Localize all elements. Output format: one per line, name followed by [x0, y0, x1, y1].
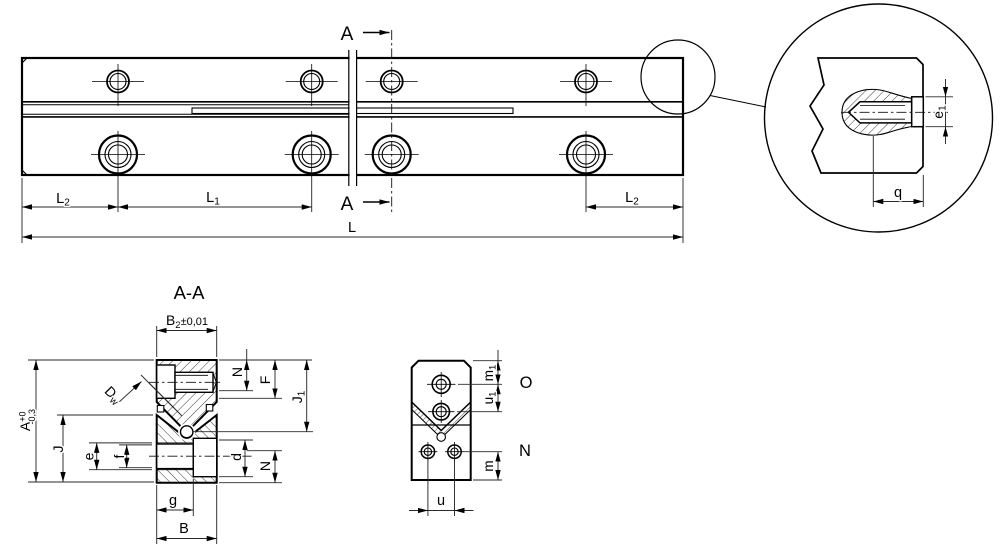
dim-label-g: g	[169, 493, 177, 509]
section-dims-right: N F J1 d N	[192, 349, 313, 484]
dim-label-j: J	[50, 446, 66, 453]
section-label-a-top: A	[341, 24, 354, 45]
dim-label-l2-right: L2	[625, 190, 639, 208]
rail-dimensions: L2 L1 L2 L	[21, 178, 684, 243]
section-mark-top: A	[339, 23, 390, 47]
dim-label-q: q	[894, 185, 902, 201]
dim-b2: B2±0,01	[156, 311, 218, 357]
dim-label-l: L	[348, 220, 356, 236]
detail-view-circle	[763, 3, 994, 233]
section-dims-bottom: g B	[156, 479, 218, 544]
ball	[179, 425, 194, 439]
detail-view: e1 q	[763, 3, 994, 233]
dim-label-dw: Dw	[100, 383, 126, 409]
section-title: A-A	[174, 282, 206, 303]
plan-view: m1 u1 m u O N	[409, 350, 534, 516]
dim-label-n-lower: N	[257, 461, 273, 471]
plan-holes	[418, 372, 464, 462]
rail-chamfer-top-left	[21, 57, 28, 64]
detail-callout-circle	[640, 39, 716, 115]
plan-dimensions: m1 u1 m u O N	[409, 350, 534, 516]
section-dims-left: A+0-0,3 J e f Dw	[16, 359, 183, 483]
dim-label-u1: u1	[481, 392, 499, 405]
dim-label-n-upper: N	[229, 367, 245, 377]
dim-label-b2: B2±0,01	[166, 312, 208, 331]
dim-label-f: f	[111, 454, 127, 458]
rail-chamfer-bottom-left	[21, 169, 28, 176]
detail-dimensions: e1 q	[872, 79, 953, 207]
rail-side-view: A A L2 L1 L2 L	[20, 23, 767, 243]
dim-label-a-tol: A+0-0,3	[17, 409, 37, 431]
label-o: O	[520, 374, 533, 392]
dim-label-u: u	[437, 493, 445, 509]
hole-row-bottom	[91, 131, 613, 178]
dim-label-d: d	[228, 453, 244, 461]
counterbore	[910, 96, 925, 128]
dim-label-e: e	[81, 452, 97, 460]
lower-counterbore	[192, 437, 218, 478]
break-gap	[349, 50, 356, 186]
dim-label-m1: m1	[481, 365, 499, 382]
detail-leader-line	[709, 95, 767, 108]
label-n: N	[519, 442, 531, 460]
dim-label-f-cap: F	[257, 376, 273, 385]
dim-label-b: B	[179, 521, 189, 537]
ball-at-vertex	[436, 432, 447, 442]
dim-label-m: m	[481, 460, 496, 471]
cage-strip-right	[205, 403, 214, 412]
section-mark-bottom: A	[339, 193, 390, 217]
dim-label-e1: e1	[930, 105, 949, 119]
dim-label-l2-left: L2	[56, 191, 70, 209]
dim-label-j1: J1	[289, 390, 308, 403]
hole-centerlines-top	[92, 64, 612, 106]
dim-label-l1: L1	[206, 190, 220, 208]
section-view: A-A B2±0,01	[16, 281, 313, 544]
cage-strip-left	[156, 404, 165, 413]
section-label-a-bottom: A	[341, 194, 354, 215]
